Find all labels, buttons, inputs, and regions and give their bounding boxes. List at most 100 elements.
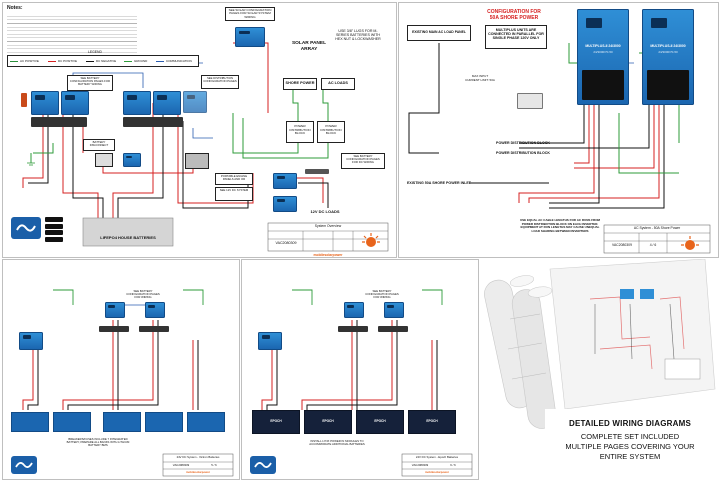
multiplus-inverter-2 xyxy=(61,91,89,115)
battery-disconnect xyxy=(95,153,113,167)
panel-promo-rolled-diagrams[interactable]: DETAILED WIRING DIAGRAMS COMPLETE SET IN… xyxy=(480,259,717,478)
epoch-drawing-number: VAC2080309 xyxy=(411,463,429,467)
epoch-bottom-note: INSTALL LYNX POWER IN MODULES TO ACCOMMO… xyxy=(309,439,365,447)
callout-dc-wiring: SEE BATTERY CONFIGURATION PAGES FOR DC W… xyxy=(341,153,385,169)
shore-sheet-number: 4 / 6 xyxy=(649,243,657,247)
legend-item-ground: GROUND xyxy=(124,59,154,63)
victron-battery-3 xyxy=(103,412,141,432)
epoch-battery-2: EPOCH xyxy=(304,410,352,434)
victron-logo xyxy=(11,217,41,239)
victron-sheet-number: 5 / 6 xyxy=(211,463,217,467)
victron-bottom-note: BREAKERS/FUSES INCLUDE 7 INTEGRATED BATT… xyxy=(66,437,130,448)
epoch-charger xyxy=(258,332,282,350)
legend-item-communication: COMMUNICATION xyxy=(156,59,196,63)
shore-drawing-number: VAC2080309 xyxy=(612,243,632,247)
app-store-badges xyxy=(45,217,63,245)
lugs-note: USE 3/8" LUGS FOR M-SERIES BATTERIES WIT… xyxy=(333,29,383,53)
epoch-battery-3: EPOCH xyxy=(356,410,404,434)
notes-text-block xyxy=(7,13,137,53)
callout-battery-disconnect: BATTERY DISCONNECT xyxy=(83,139,115,151)
victron-drawing-number: VAC2080309 xyxy=(172,463,190,467)
sun-logo-icon xyxy=(681,236,699,250)
victron-wave-icon xyxy=(254,462,272,468)
victron-wave-icon xyxy=(15,462,33,468)
multiplus-inverter-3 xyxy=(123,91,151,115)
solar-charge-controller xyxy=(235,27,265,47)
legend: LEGEND AC POSITIVE DC POSITIVE DC NEGATI… xyxy=(7,50,199,67)
brand-logo-icon xyxy=(359,232,383,250)
lynx-distributor-right xyxy=(123,117,183,127)
distribution-block-2: POWER DISTRIBUTION BLOCK xyxy=(317,121,345,143)
overview-wiring xyxy=(22,42,389,252)
epoch-sheet-number: 6 / 6 xyxy=(450,463,456,467)
cable-length-note: USE EQUAL AC CABLE LENGTHS FOR AC RUNS F… xyxy=(517,218,603,241)
battery-protect xyxy=(21,93,27,107)
dc-dc-charger xyxy=(273,173,297,189)
victron-wave-icon xyxy=(16,224,36,232)
promo-line-1: COMPLETE SET INCLUDED xyxy=(580,432,680,441)
promo-line-2: MULTIPLE PAGES COVERING YOUR xyxy=(565,442,695,451)
epoch-lynx-right xyxy=(378,326,408,332)
legend-item-dc-negative: DC NEGATIVE xyxy=(86,59,120,63)
epoch-lynx-left xyxy=(338,326,368,332)
inverter-1-sublabel: 24/3000/70-50 xyxy=(593,50,613,54)
lynx-distributor-left xyxy=(31,117,87,127)
panel-24v-victron-batteries[interactable]: SEE BATTERY CONFIGURATION PAGES FOR WIRI… xyxy=(2,259,240,480)
multiplus-inverter-4 xyxy=(153,91,181,115)
dc-busbar-small xyxy=(305,169,329,174)
panel-system-overview[interactable]: Notes: LEGEND AC POSITIVE DC POSITIVE DC… xyxy=(2,2,397,258)
solar-array-label: SOLAR PANEL ARRAY xyxy=(291,41,327,52)
config-title: CONFIGURATION FOR 50A SHORE POWER xyxy=(487,9,541,21)
victron-lynx-left xyxy=(99,326,129,332)
callout-portable-engine: PORTABLE ENGINE PANELS AND OR xyxy=(215,173,253,185)
shore-brand-logo xyxy=(673,235,707,253)
shore-power-box: SHORE POWER xyxy=(283,78,317,90)
panel-24v-epoch-batteries[interactable]: SEE BATTERY CONFIGURATION PAGES FOR WIRI… xyxy=(241,259,479,480)
victron-charger xyxy=(19,332,43,350)
callout-distribution-pages: SEE DISTRIBUTION CONFIGURATION PAGES xyxy=(201,75,239,89)
existing-shore-inlet: EXISTING 50A SHORE POWER INLET xyxy=(407,181,471,185)
dc-loads-label: 12V DC LOADS xyxy=(310,209,340,214)
multiplus-ii-unit-2: MULTIPLUS-II 24/3000 24/3000/70-50 xyxy=(642,9,694,105)
epoch-wiring-note: SEE BATTERY CONFIGURATION PAGES FOR WIRI… xyxy=(365,289,399,300)
victron-battery-5 xyxy=(187,412,225,432)
victron-brand: mobilesolarpower xyxy=(186,470,210,474)
inverter-2-sublabel: 24/3000/70-50 xyxy=(658,50,678,54)
solar-note-box: SEE SOLAR CONFIGURATION PAGES FOR SOLAR … xyxy=(225,7,275,21)
epoch-battery-wiring xyxy=(261,289,473,477)
victron-battery-wiring xyxy=(22,289,234,477)
promo-headline: DETAILED WIRING DIAGRAMS xyxy=(569,419,691,428)
epoch-battery-1: EPOCH xyxy=(252,410,300,434)
distribution-block-1: POWER DISTRIBUTION BLOCK xyxy=(286,121,314,143)
existing-ac-panel: EXISTING MAIN AC LOAD PANEL xyxy=(407,25,471,41)
overview-drawing-number: VAC2080309 xyxy=(275,241,297,245)
inverter-2-label: MULTIPLUS-II 24/3000 xyxy=(650,44,686,48)
sun-logo-icon xyxy=(362,233,380,247)
victron-battery-4 xyxy=(145,412,183,432)
epoch-multiplus-a xyxy=(344,302,364,318)
victron-multiplus-b xyxy=(145,302,165,318)
callout-battery-pages: SEE BATTERY CONFIGURATION PAGES FOR BATT… xyxy=(67,75,113,91)
dc-dc-converter xyxy=(273,196,297,212)
epoch-title-block: 24V DC System - Epoch Batteries xyxy=(415,455,459,459)
notes-title: Notes: xyxy=(7,5,23,11)
overview-title-block: System Overview xyxy=(314,224,342,228)
victron-logo-epoch xyxy=(250,456,276,474)
victron-logo-bottom xyxy=(11,456,37,474)
rolled-plans-illustration xyxy=(484,259,716,477)
overview-brand: mobilesolarpower xyxy=(313,253,343,257)
panel-shore-power-config[interactable]: EXISTING MAIN AC LOAD PANEL CONFIGURATIO… xyxy=(398,2,719,258)
victron-wiring-note: SEE BATTERY CONFIGURATION PAGES FOR WIRI… xyxy=(126,289,160,300)
victron-title-block: 24V DC System - Victron Batteries xyxy=(176,455,220,459)
multiplus-inverter-1 xyxy=(31,91,59,115)
victron-battery-1 xyxy=(11,412,49,432)
ac-loads-box: AC LOADS xyxy=(321,78,355,90)
distribution-block-b: POWER DISTRIBUTION BLOCK xyxy=(496,151,550,155)
shore-power-wiring xyxy=(408,43,711,254)
legend-item-dc-positive: DC POSITIVE xyxy=(48,59,82,63)
callout-12v-system: SEE 12V DC SYSTEM xyxy=(215,187,253,201)
victron-multiplus-a xyxy=(105,302,125,318)
multiplus-inverter-5 xyxy=(183,91,207,113)
victron-battery-2 xyxy=(53,412,91,432)
